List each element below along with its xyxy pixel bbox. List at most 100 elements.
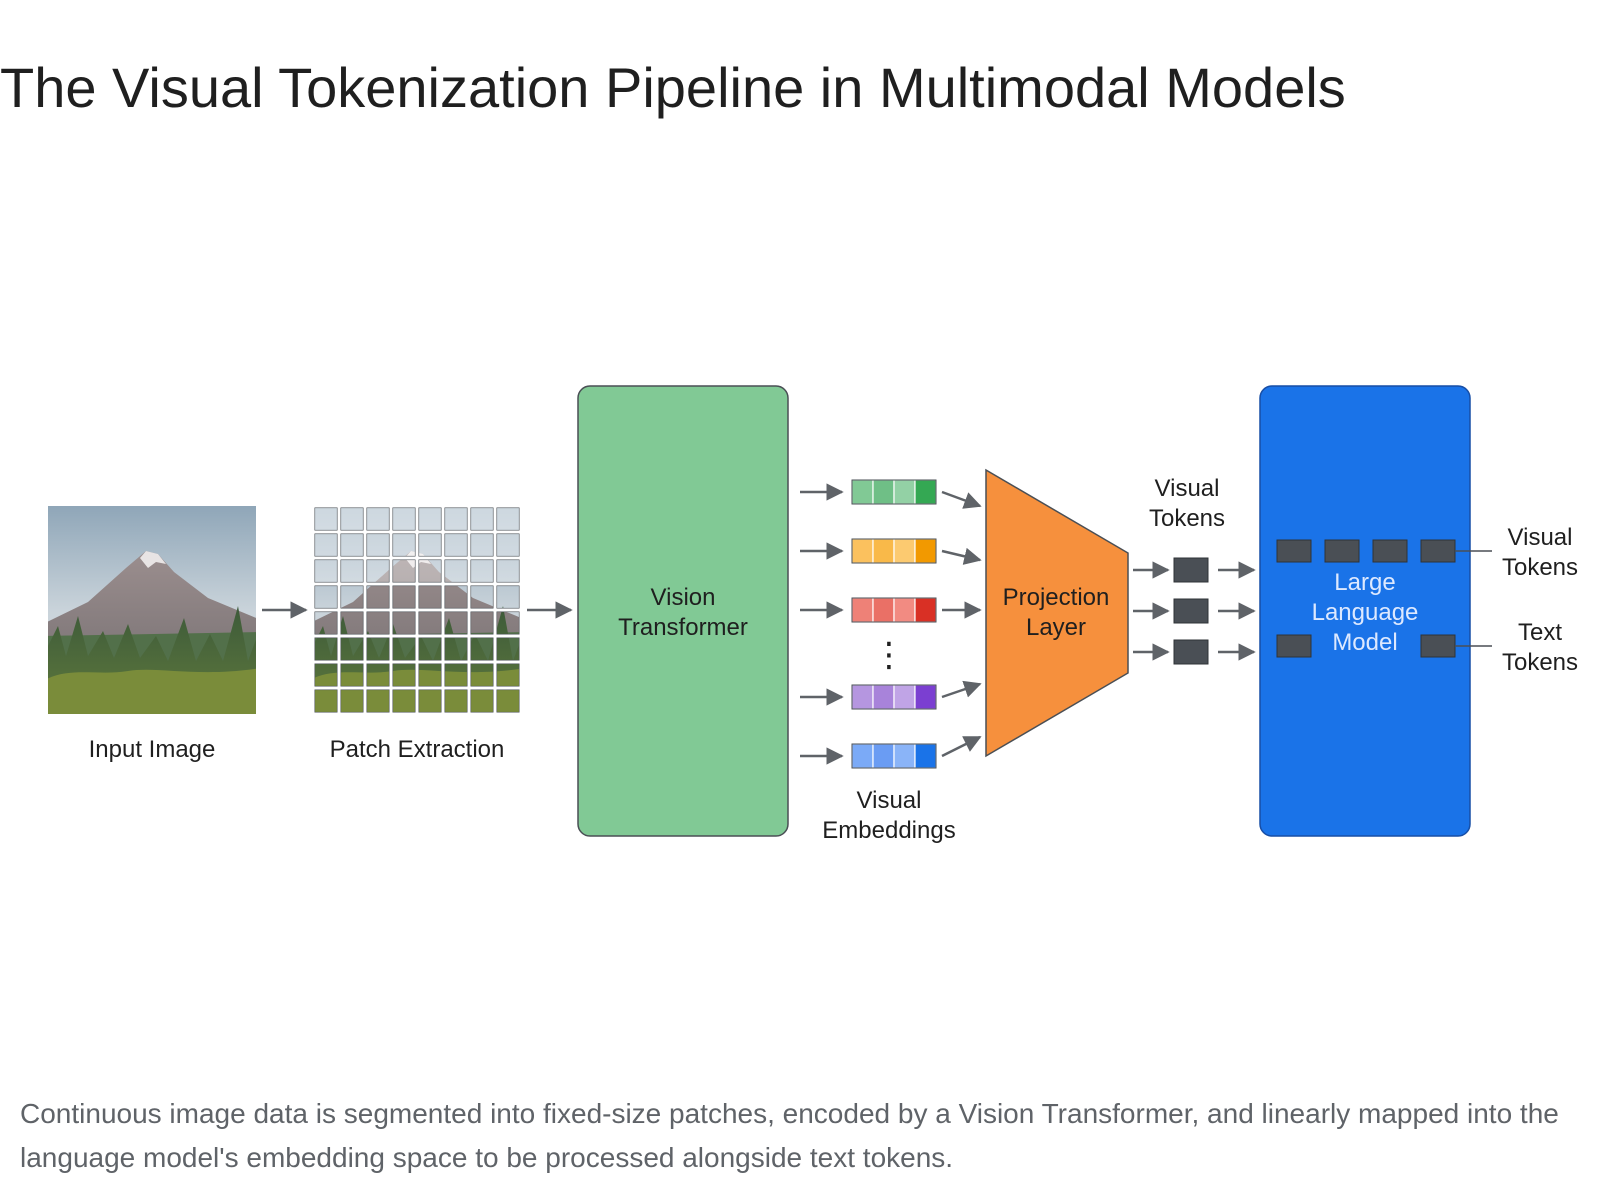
patch-cell xyxy=(469,688,495,714)
patch-cell xyxy=(365,532,391,558)
patch-cell xyxy=(495,584,521,610)
input-image xyxy=(48,506,256,714)
patch-cell xyxy=(443,662,469,688)
mountain-landscape-icon xyxy=(48,506,256,714)
patch-cell xyxy=(339,688,365,714)
patch-cell xyxy=(417,532,443,558)
patch-cell xyxy=(417,506,443,532)
patch-cell xyxy=(469,584,495,610)
patch-cell xyxy=(313,662,339,688)
embedding-vector xyxy=(851,743,937,769)
patch-cell xyxy=(313,610,339,636)
embedding-vector xyxy=(851,538,937,564)
llm-label-line3: Model xyxy=(1332,629,1397,656)
llm-block xyxy=(1259,385,1471,837)
patch-cell xyxy=(391,532,417,558)
patch-cell xyxy=(365,610,391,636)
llm-text-token xyxy=(1420,634,1456,658)
patch-cell xyxy=(469,532,495,558)
patch-cell xyxy=(391,558,417,584)
patch-cell xyxy=(365,662,391,688)
patch-cell xyxy=(339,662,365,688)
patch-cell xyxy=(313,636,339,662)
patch-cell xyxy=(469,662,495,688)
patch-cell xyxy=(495,610,521,636)
embedding-vector xyxy=(851,684,937,710)
text-tokens-right-label-line1: Text xyxy=(1518,619,1562,646)
projection-layer-label-line1: Projection xyxy=(1003,584,1110,611)
input-image-label: Input Image xyxy=(89,736,216,763)
patch-cell xyxy=(495,532,521,558)
projected-visual-tokens xyxy=(1133,557,1256,665)
projection-layer-block xyxy=(985,468,1129,758)
visual-embeddings-label-line2: Embeddings xyxy=(822,817,955,844)
patch-cell xyxy=(495,636,521,662)
figure-caption: Continuous image data is segmented into … xyxy=(20,1098,1559,1173)
llm-visual-token xyxy=(1372,539,1408,563)
patch-cell xyxy=(495,558,521,584)
patch-cell xyxy=(417,662,443,688)
embedding-cell xyxy=(851,538,874,564)
patch-cell xyxy=(339,636,365,662)
patch-cell xyxy=(339,584,365,610)
patch-grid-icon xyxy=(311,504,523,716)
patch-cell xyxy=(495,688,521,714)
patch-cell xyxy=(443,506,469,532)
patch-cell xyxy=(391,584,417,610)
embedding-cell xyxy=(914,684,937,710)
arrow-embedding-to-projection xyxy=(941,547,982,565)
embedding-cell xyxy=(914,743,937,769)
vision-transformer-label-line2: Transformer xyxy=(618,614,748,641)
patch-cell xyxy=(417,636,443,662)
patch-cell xyxy=(417,558,443,584)
embedding-cell xyxy=(914,538,937,564)
embedding-cell xyxy=(851,684,874,710)
patch-cell xyxy=(495,506,521,532)
patch-cell xyxy=(469,506,495,532)
patch-cell xyxy=(443,532,469,558)
patch-cell xyxy=(365,558,391,584)
llm-text-token xyxy=(1276,634,1312,658)
arrow-embedding-to-projection xyxy=(941,490,982,509)
llm-visual-token xyxy=(1276,539,1312,563)
embedding-cell xyxy=(914,597,937,623)
patch-cell xyxy=(365,688,391,714)
patch-cell xyxy=(391,688,417,714)
patch-cell xyxy=(313,688,339,714)
visual-token xyxy=(1173,598,1209,624)
projection-layer-label-line2: Layer xyxy=(1026,614,1086,641)
patch-cell xyxy=(417,688,443,714)
embedding-cell xyxy=(851,743,874,769)
llm-label-line2: Language xyxy=(1312,599,1419,626)
embedding-cell xyxy=(872,684,895,710)
embedding-vector xyxy=(851,479,937,505)
embedding-cell xyxy=(893,684,916,710)
visual-tokens-right-label-line2: Tokens xyxy=(1502,554,1578,581)
patch-cell xyxy=(391,610,417,636)
patch-cell xyxy=(469,610,495,636)
arrow-embedding-to-projection xyxy=(941,680,982,699)
patch-cell xyxy=(417,584,443,610)
visual-token xyxy=(1173,639,1209,665)
embedding-cell xyxy=(872,538,895,564)
patch-cell xyxy=(495,662,521,688)
embedding-cell xyxy=(914,479,937,505)
visual-embeddings xyxy=(800,479,982,769)
patch-cell xyxy=(391,662,417,688)
patch-cell xyxy=(391,506,417,532)
embedding-cell xyxy=(851,479,874,505)
patch-cell xyxy=(443,558,469,584)
patch-cell xyxy=(313,558,339,584)
llm-label-line1: Large xyxy=(1334,569,1395,596)
patch-cell xyxy=(365,506,391,532)
patch-cell xyxy=(339,558,365,584)
patch-gutter xyxy=(493,686,523,716)
arrow-embedding-to-projection xyxy=(941,735,982,758)
embedding-cell xyxy=(872,743,895,769)
patch-cell xyxy=(365,636,391,662)
patch-cell xyxy=(443,584,469,610)
embedding-cell xyxy=(872,597,895,623)
patch-cell xyxy=(313,532,339,558)
